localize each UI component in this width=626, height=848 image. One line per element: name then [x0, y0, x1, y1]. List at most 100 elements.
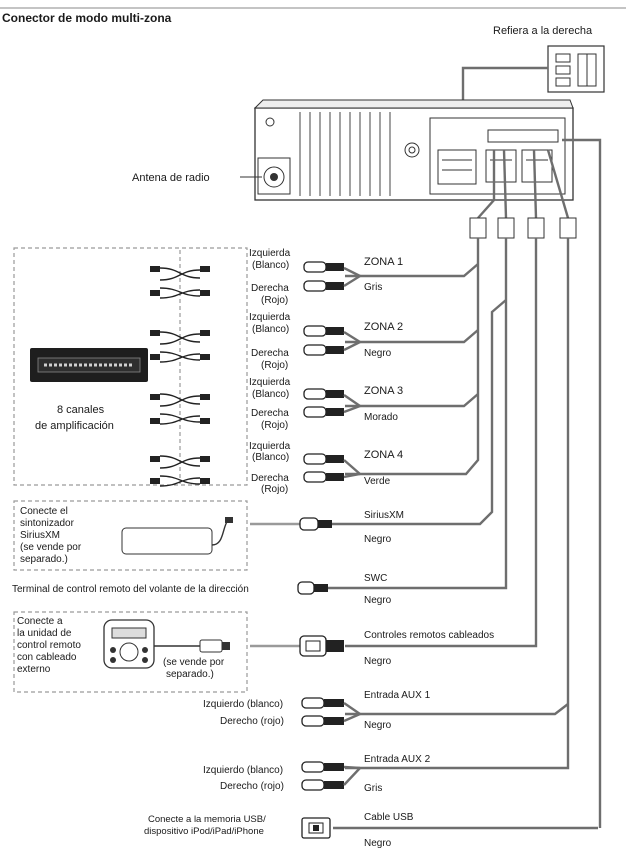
aux2-name: Entrada AUX 2 [364, 754, 431, 765]
zone-4-rca-pair [303, 453, 344, 483]
zone-2-rca-pair [303, 325, 344, 356]
swc-wire [326, 238, 508, 590]
aux1-name: Entrada AUX 1 [364, 690, 431, 701]
aux1-join [343, 702, 361, 723]
remote-note-line3: control remoto [17, 640, 81, 651]
zone-4-join [343, 459, 361, 479]
zone-3-left-line1: Izquierda [249, 377, 291, 388]
antenna-label: Antena de radio [132, 172, 210, 184]
diagram-title: Conector de modo multi-zona [2, 11, 172, 25]
zone-2-join [343, 330, 361, 352]
zone-3-row: Izquierda (Blanco) Derecha (Rojo) ZONA 3… [249, 377, 403, 431]
aux1-rca-pair [301, 697, 344, 727]
amp-label-line2: de amplificación [35, 420, 114, 432]
connector-block-2 [497, 217, 515, 239]
siriusxm-tuner-box [121, 517, 233, 555]
connector-block-4 [559, 217, 577, 239]
aux2-rca-pair [301, 761, 344, 791]
usb-wire-main [562, 138, 602, 828]
amp-rca-plugs [150, 266, 210, 484]
zone-4-name: ZONA 4 [364, 449, 403, 461]
connector-block-1 [469, 217, 487, 239]
usb-label-line2: dispositivo iPod/iPad/iPhone [144, 826, 264, 837]
zone-1-join [343, 266, 361, 288]
remote-wire [345, 238, 538, 648]
zone-2-name: ZONA 2 [364, 321, 403, 333]
refer-note: Refiera a la derecha [493, 25, 593, 37]
zone1-wire [345, 263, 479, 278]
siriusxm-color: Negro [364, 534, 392, 545]
zone-4-row: Izquierda (Blanco) Derecha (Rojo) ZONA 4… [249, 441, 403, 495]
zone-4-color: Verde [364, 476, 391, 487]
wire-d [546, 149, 570, 219]
zone-1-row: Izquierda (Blanco) Derecha (Rojo) ZONA 1… [249, 248, 403, 306]
siriusxm-note-line5: separado.) [20, 554, 68, 565]
zone-trunk [345, 238, 480, 476]
zone-3-rca-pair [303, 388, 344, 418]
remote-note-line4: con cableado [17, 652, 77, 663]
zone-4-left-line1: Izquierda [249, 441, 291, 452]
connector-plug-icon [547, 45, 605, 93]
zone-4-right-line2: (Rojo) [261, 484, 288, 495]
usb-name: Cable USB [364, 812, 414, 823]
zone3-wire [345, 393, 479, 408]
zone-1-name: ZONA 1 [364, 256, 403, 268]
usb-color: Negro [364, 838, 392, 848]
remote-name: Controles remotos cableados [364, 630, 494, 641]
remote-note-line1: Conecte a [17, 616, 63, 627]
swc-plug [297, 581, 328, 595]
zone-4-right-line1: Derecha [251, 473, 289, 484]
remote-cable-plug [199, 639, 230, 653]
aux1-color: Negro [364, 720, 392, 731]
zone-2-left-line2: (Blanco) [252, 324, 289, 335]
zone-1-rca-pair [303, 261, 344, 292]
zone-3-left-line2: (Blanco) [252, 389, 289, 400]
swc-label: Terminal de control remoto del volante d… [12, 584, 249, 595]
amplifier-unit [30, 348, 148, 382]
remote-sold-line1: (se vende por [163, 657, 225, 668]
swc-color: Negro [364, 595, 392, 606]
connector-block-3 [527, 217, 545, 239]
siriusxm-wire [330, 299, 507, 526]
siriusxm-note-line2: sintonizador [20, 518, 75, 529]
antenna-jack [257, 157, 291, 195]
amp-rca-cables [159, 267, 201, 487]
zone-1-color: Gris [364, 282, 382, 293]
siriusxm-dashed-box [13, 500, 248, 571]
zone-3-join [343, 394, 361, 414]
zone-3-name: ZONA 3 [364, 385, 403, 397]
zone-1-left-line1: Izquierda [249, 248, 291, 259]
zone-2-right-line1: Derecha [251, 348, 289, 359]
aux2-join [343, 765, 361, 786]
siriusxm-name: SiriusXM [364, 510, 404, 521]
remote-note-line2: la unidad de [17, 628, 72, 639]
siriusxm-note-line4: (se vende por [20, 542, 82, 553]
zone-3-color: Morado [364, 412, 398, 423]
remote-dashed-box [13, 611, 248, 693]
aux2-right: Derecho (rojo) [220, 781, 284, 792]
zone-2-row: Izquierda (Blanco) Derecha (Rojo) ZONA 2… [249, 312, 403, 371]
zone-1-left-line2: (Blanco) [252, 260, 289, 271]
zone-4-left-line2: (Blanco) [252, 452, 289, 463]
aux1-right: Derecho (rojo) [220, 716, 284, 727]
head-unit-chassis [253, 99, 574, 201]
zone-3-right-line2: (Rojo) [261, 420, 288, 431]
zone2-wire [345, 329, 479, 344]
zone-1-right-line2: (Rojo) [261, 295, 288, 306]
siriusxm-note-line3: SiriusXM [20, 530, 60, 541]
aux1-wire [345, 703, 569, 716]
wired-remote-unit-icon [103, 619, 155, 669]
aux2-color: Gris [364, 783, 382, 794]
wire-a [477, 150, 496, 219]
siriusxm-plug [299, 517, 332, 531]
zone-2-right-line2: (Rojo) [261, 360, 288, 371]
remote-note-line5: externo [17, 664, 51, 675]
aux2-left: Izquierdo (blanco) [203, 765, 283, 776]
wire-c [532, 149, 538, 219]
remote-note: Conecte a la unidad de control remoto co… [17, 616, 81, 675]
remote-color: Negro [364, 656, 392, 667]
zone-2-left-line1: Izquierda [249, 312, 291, 323]
siriusxm-note: Conecte el sintonizador SiriusXM (se ven… [20, 506, 82, 565]
